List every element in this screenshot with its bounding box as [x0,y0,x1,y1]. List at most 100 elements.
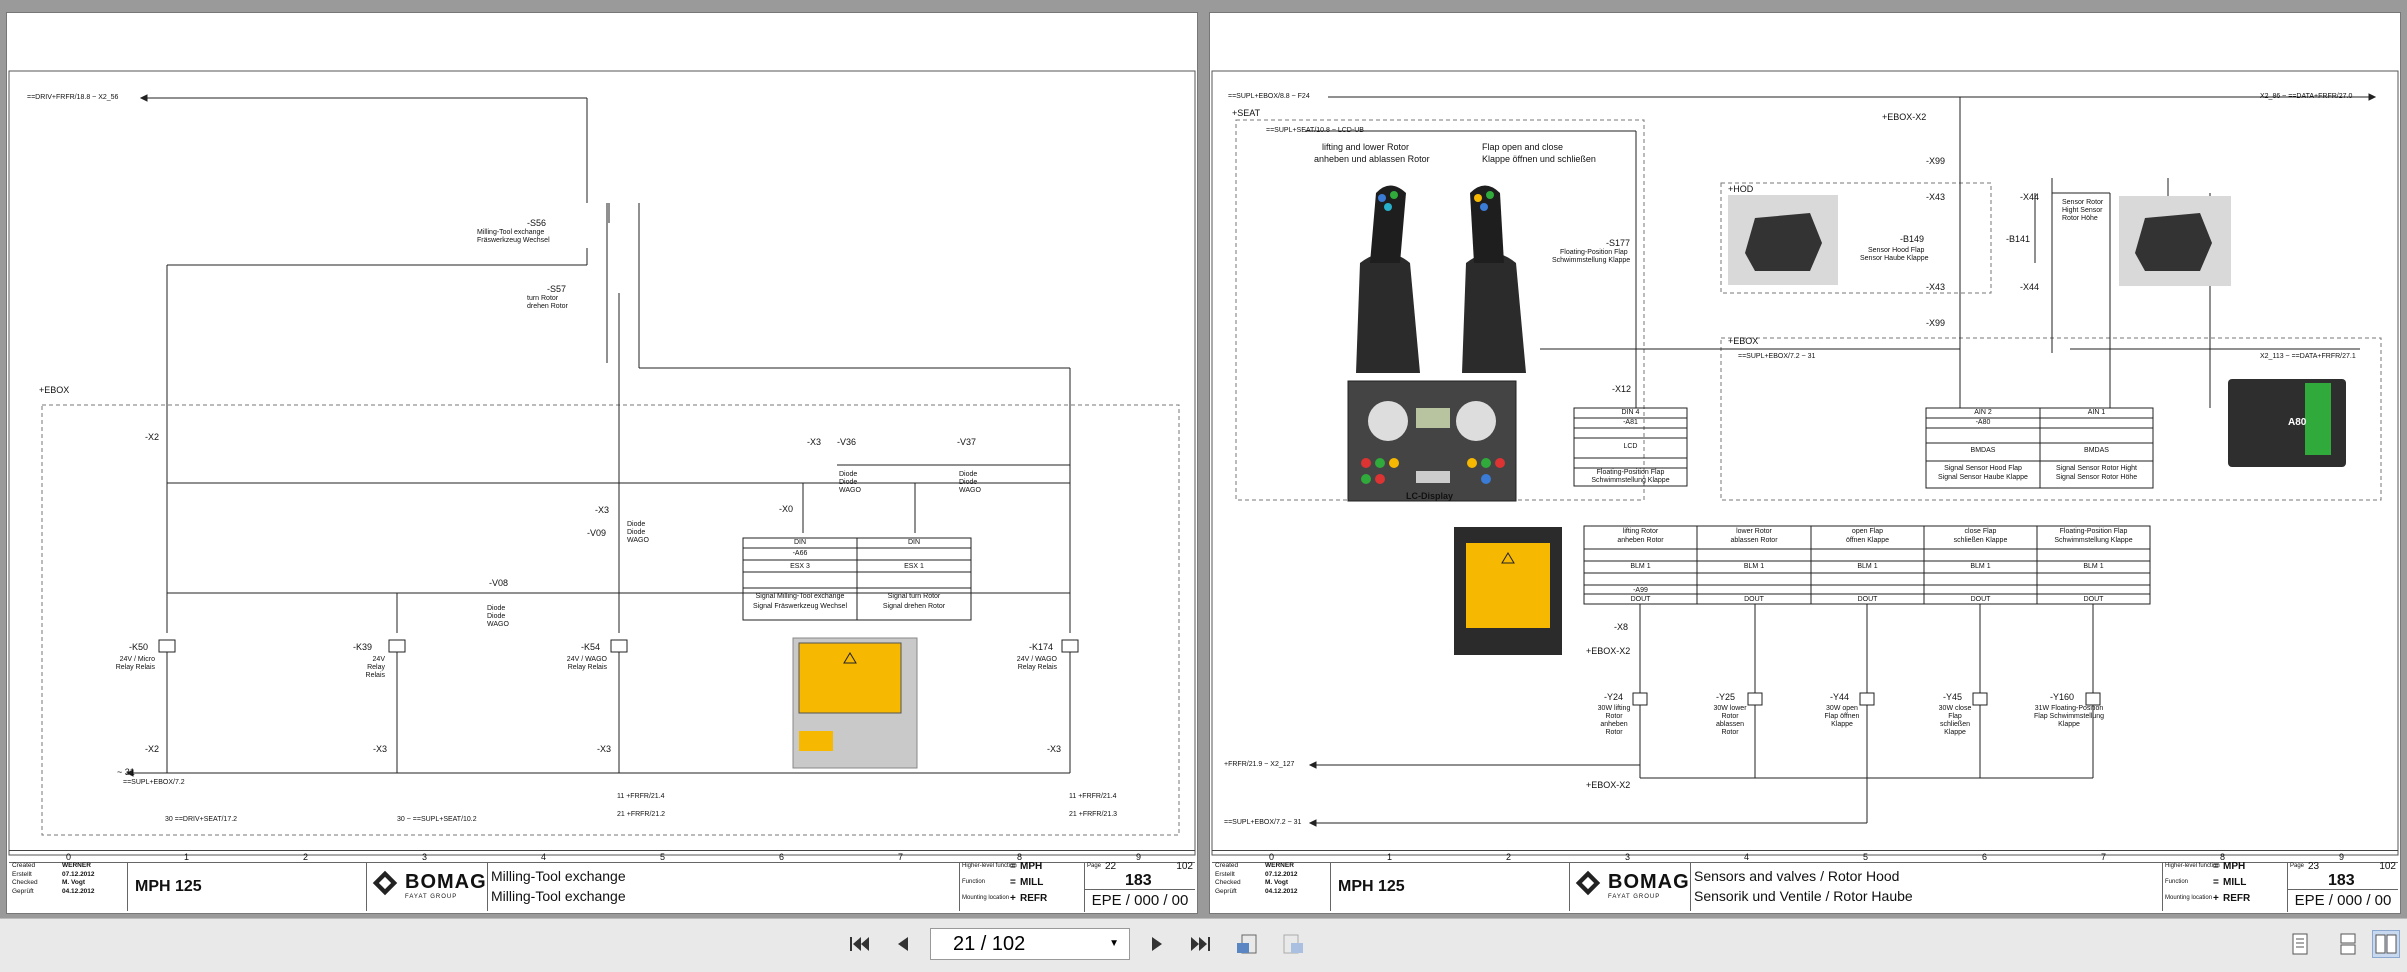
joystick2-desc-de: Klappe öffnen und schließen [1482,154,1596,164]
first-page-button[interactable] [844,929,874,959]
epe-code: EPE / 000 / 00 [1084,889,1195,912]
ref-f24: ==SUPL+EBOX/8.8 ~ F24 [1228,93,1310,100]
code-block-right: Higher-level function=MPH Function=MILL … [2162,861,2398,912]
col-8: 8 [1017,852,1023,862]
col-1-r: 1 [1387,852,1393,862]
page-label-r: Page [2290,863,2305,869]
next-page-button[interactable] [1142,929,1172,959]
col-2-r: 2 [1506,852,1512,862]
tbl-row4-2: Signal drehen Rotor [882,603,946,610]
epe-code-r: EPE / 000 / 00 [2287,889,2398,912]
page-selector[interactable]: 21 / 102 ▼ [930,928,1130,960]
seat-tbl-row6: Schwimmstellung Klappe [1591,477,1670,484]
col-2: 2 [303,852,309,862]
k50-desc: 24V / Micro Relay Relais [115,656,155,671]
meta-geprueft-label: Geprüft [12,887,34,895]
meta-erstellt-label: Erstellt [12,870,32,878]
last-page-button[interactable] [1186,929,1216,959]
meta-geprueft-label-r: Geprüft [1215,887,1237,895]
valve-row1-1: BLM 1 [1630,563,1651,570]
label-x43-top: -X43 [1926,192,1946,202]
col-7: 7 [898,852,904,862]
hl-code-r: MPH [2223,861,2246,872]
label-y45: -Y45 [1943,692,1963,702]
rotate-back-button[interactable] [1232,929,1262,959]
valve-row1-4: BLM 1 [1970,563,1991,570]
hl-sign: = [1010,861,1016,872]
valve-row3-4: DOUT [1970,596,1991,603]
ml-sign: + [1010,893,1016,904]
b141-desc: Sensor Rotor Hight Sensor Rotor Höhe [2062,199,2104,222]
ml-label: Mounting location [962,895,1010,901]
ground-ref: ==SUPL+EBOX/7.2 [123,779,185,786]
column-grid: 0 1 2 3 4 5 6 7 8 9 [9,851,1195,863]
label-y44: -Y44 [1830,692,1850,702]
col-0: 0 [66,852,72,862]
page-number: 22 [1105,861,1117,872]
k174-desc: 24V / WAGO Relay Relais [1016,656,1057,671]
valve-row2-1: -A99 [1633,587,1648,594]
rotate-forward-button[interactable] [1278,929,1308,959]
single-page-view-button[interactable] [2286,930,2314,958]
sensor-tbl-row3-2: Signal Sensor Rotor Hight [2056,465,2137,472]
label-x2-57: -X2 [145,432,160,442]
seat-label: +SEAT [1232,108,1261,118]
previous-page-icon [898,937,908,951]
col-6-r: 6 [1982,852,1988,862]
sensor-tbl-row2-2: BMDAS [2084,447,2109,454]
label-k39: -K39 [353,642,373,652]
y45-desc: 30W close Flap schließen Klappe [1938,705,1972,736]
seat-tbl-row1: -A81 [1623,419,1638,426]
fn-code-r: MILL [2223,877,2247,888]
meta-erstellt-label-r: Erstellt [1215,870,1235,878]
ref-seat: 30 ==DRIV+SEAT/17.2 [165,816,238,823]
fn-sign: = [1010,877,1016,888]
col-7-r: 7 [2101,852,2107,862]
company-sub-r: FAYAT GROUP [1608,894,1661,900]
joystick1-desc-en: lifting and lower Rotor [1322,142,1410,152]
valve-head-b-3: öffnen Klappe [1845,537,1890,544]
fn-label: Function [962,879,986,885]
schematic-drawing-left [8,70,1196,856]
label-x2-111: -X2 [145,744,160,754]
meta-checked-date: 04.12.2012 [62,887,95,895]
label-x3-202: -X3 [807,437,822,447]
page-indicator: 21 / 102 [953,933,1026,955]
label-ebox-x2-127: +EBOX-X2 [1586,780,1631,790]
tbl-row1-1: -A66 [792,550,808,557]
hl-code: MPH [1020,861,1043,872]
ground-31: ~ 31 [117,767,135,777]
continuous-view-button[interactable] [2334,930,2362,958]
page-title-en: Milling-Tool exchange [491,868,626,884]
col-0-r: 0 [1269,852,1275,862]
seat-tbl-row5: Floating-Position Flap [1596,469,1665,476]
s56-desc-en: Milling-Tool exchange [477,229,545,236]
joystick1-desc-de: anheben und ablassen Rotor [1314,154,1430,164]
two-page-view-button[interactable] [2372,930,2400,958]
ref-x2-127: +FRFR/21.9 ~ X2_127 [1224,761,1295,768]
label-s56: -S56 [527,218,547,228]
page-title-en-r: Sensors and valves / Rotor Hood [1694,868,1900,884]
hl-label: Higher-level function [962,863,1017,869]
label-k174: -K174 [1029,642,1054,652]
previous-page-button[interactable] [888,929,918,959]
label-s57: -S57 [547,284,567,294]
bomag-mark-icon [1575,870,1601,896]
seat-tbl-row3: LCD [1623,443,1638,450]
page-number-block: Page 22 102 183 [1084,861,1195,889]
valve-head-a-1: lifting Rotor [1622,528,1659,535]
k54-desc: 24V / WAGO Relay Relais [566,656,607,671]
lc-display-caption: LC-Display [1406,491,1454,501]
meta-checked-by: M. Vogt [62,879,85,886]
company-sub: FAYAT GROUP [405,894,458,900]
ref-frfr-21-3: 21 +FRFR/21.3 [1069,811,1118,818]
label-x3-205: -X3 [595,505,610,515]
hl-label-r: Higher-level function [2165,863,2220,869]
ref-driv: ==DRIV+FRFR/18.8 ~ X2_56 [27,94,119,101]
sensor-tbl-row4-2: Signal Sensor Rotor Höhe [2055,474,2138,481]
hl-sign-r: = [2213,861,2219,872]
